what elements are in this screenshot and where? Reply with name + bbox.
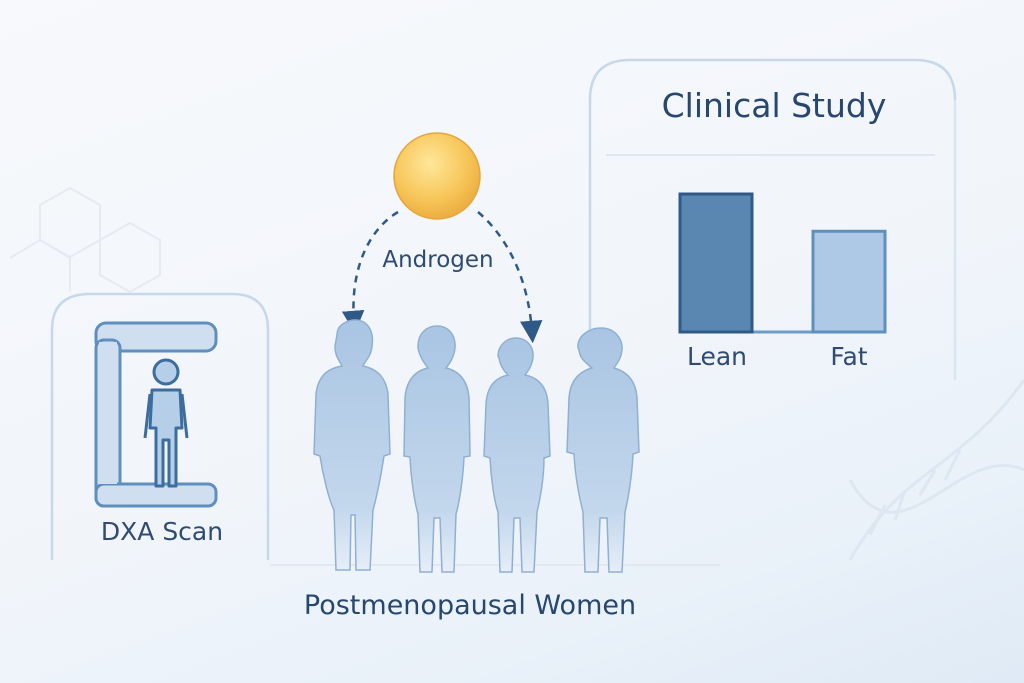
androgen-label: Androgen xyxy=(382,247,494,273)
androgen-hormone-icon xyxy=(393,132,481,220)
woman-figure-4 xyxy=(566,327,640,573)
bar-lean xyxy=(678,192,754,334)
woman-figure-2 xyxy=(403,325,471,573)
bar-label-lean: Lean xyxy=(686,342,748,371)
dxa-scan-card xyxy=(50,292,270,560)
postmenopausal-women-label: Postmenopausal Women xyxy=(303,590,637,621)
dna-decoration xyxy=(848,379,1024,561)
hexagon-decoration xyxy=(9,186,161,294)
dxa-scan-label: DXA Scan xyxy=(100,517,224,546)
woman-figure-1 xyxy=(313,319,391,571)
clinical-study-title: Clinical Study xyxy=(661,86,887,125)
clinical-study-card xyxy=(588,58,957,430)
woman-figure-3 xyxy=(483,337,551,573)
androgen-arrow-left xyxy=(341,210,399,334)
scanned-person-icon xyxy=(143,358,189,488)
lean-fat-bar-chart xyxy=(678,192,887,334)
bar-fat xyxy=(811,229,887,334)
bar-label-fat: Fat xyxy=(830,342,868,371)
